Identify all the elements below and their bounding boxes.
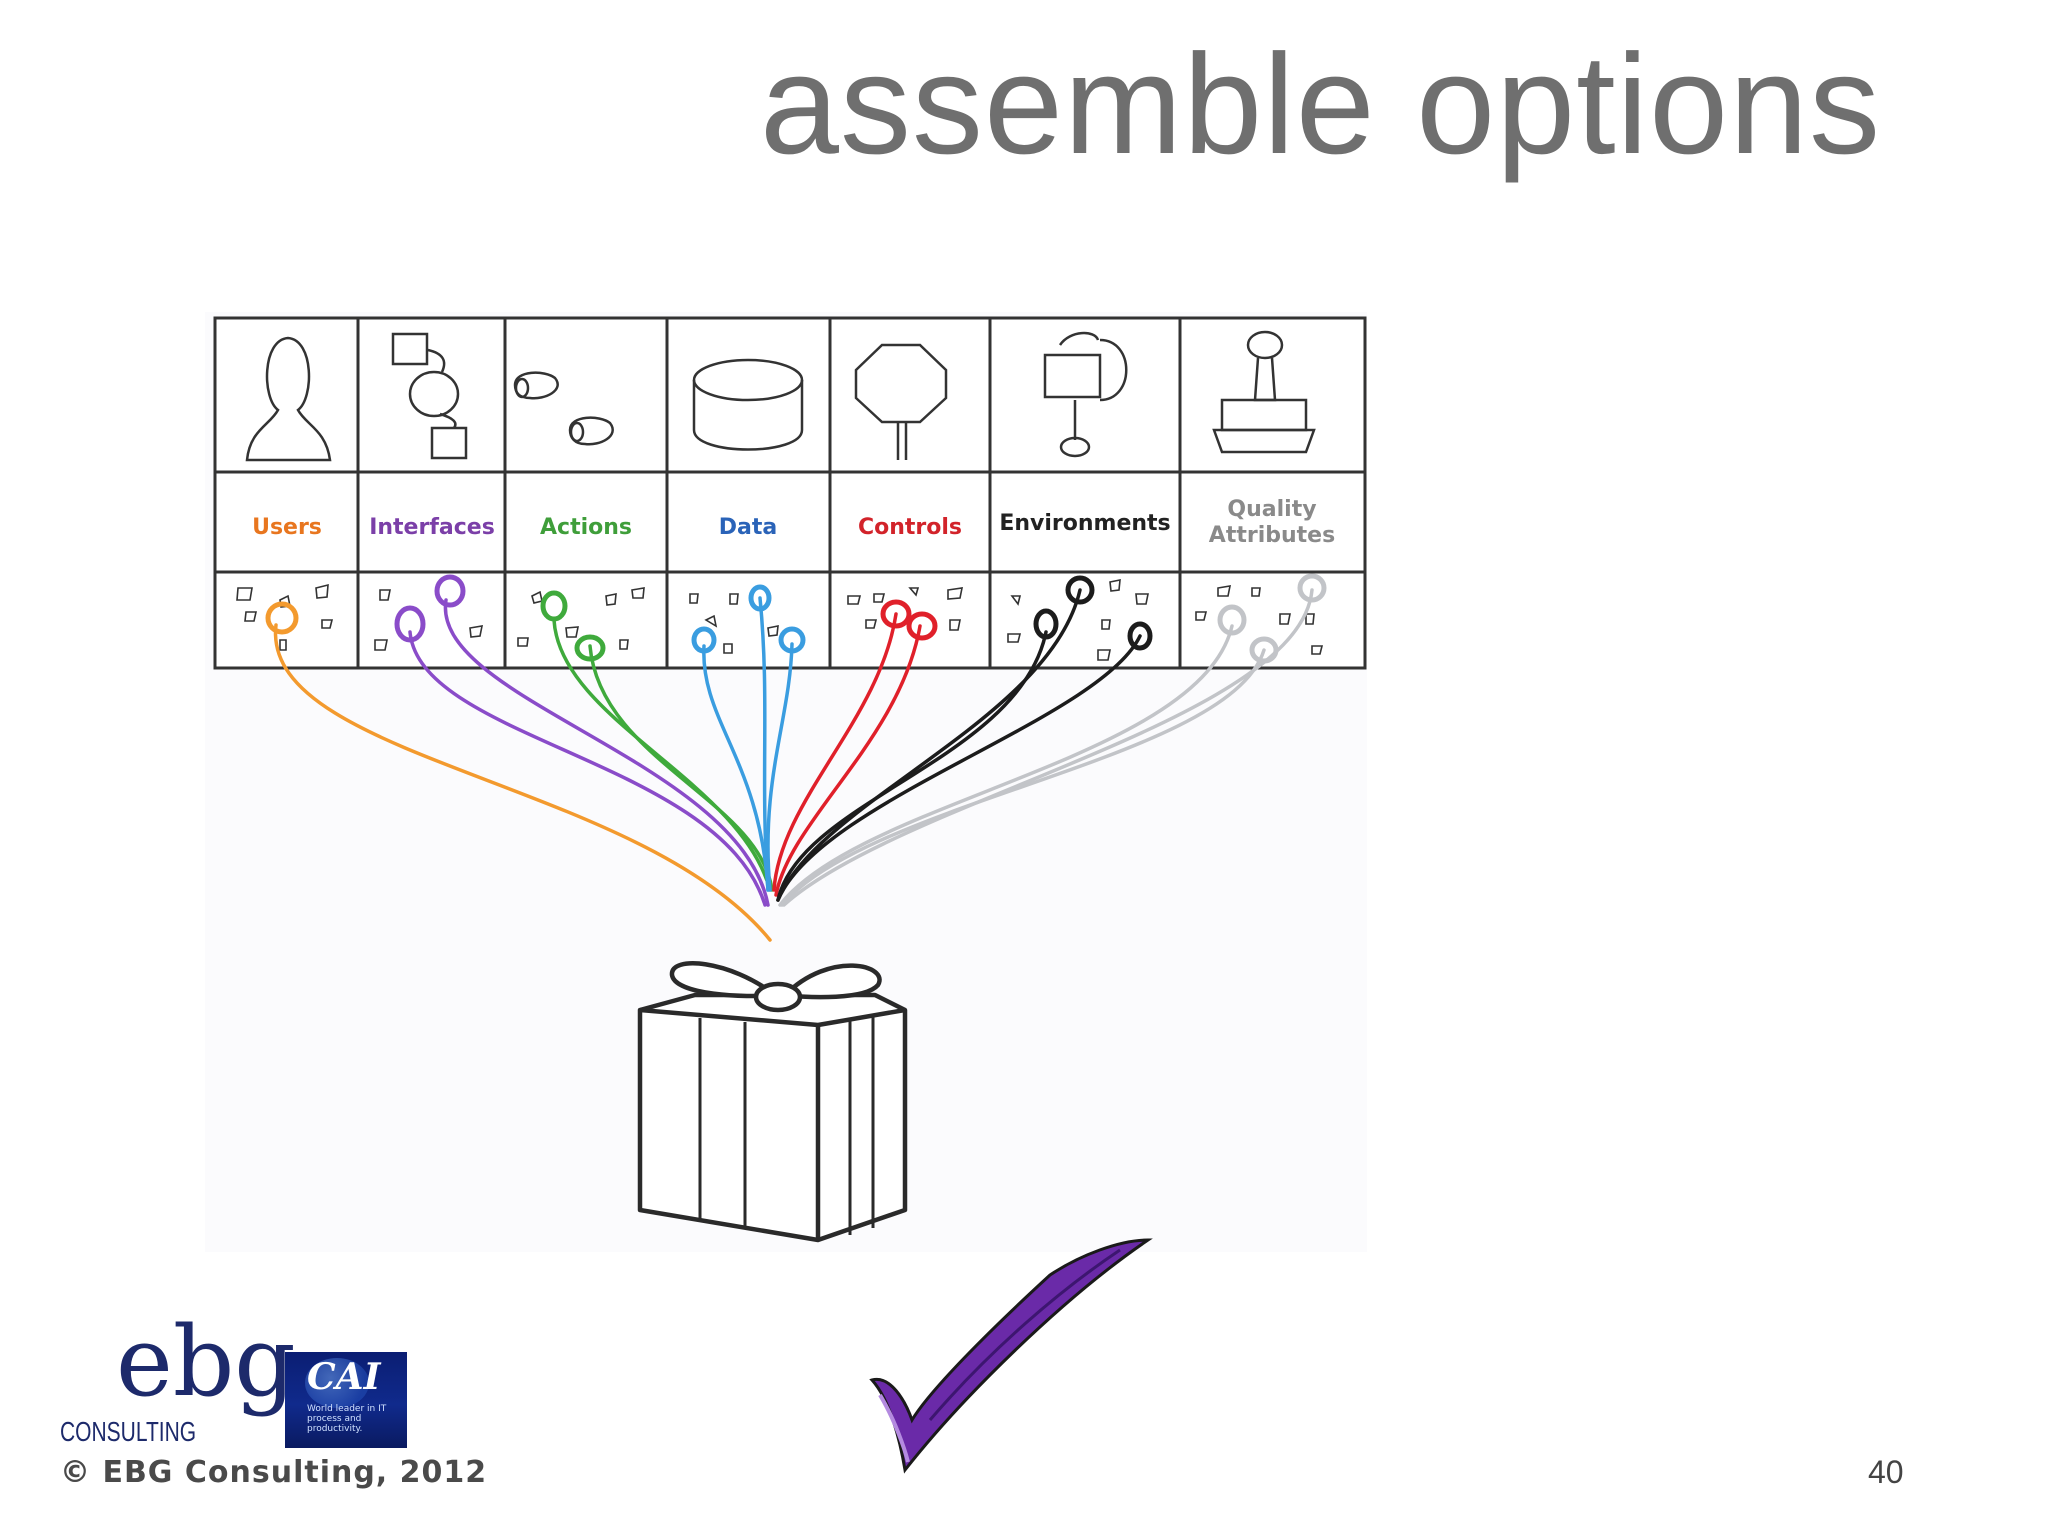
clamp-icon — [1043, 331, 1128, 458]
strand-data-2 — [758, 596, 770, 892]
strand-interfaces-2 — [443, 598, 770, 907]
strands — [274, 588, 1314, 942]
strand-data-3 — [766, 642, 794, 892]
rubber-stamp-icon — [1212, 330, 1316, 454]
label-quality: Quality — [1227, 497, 1316, 522]
head-silhouette-icon — [245, 336, 332, 462]
label-attributes: Attributes — [1209, 523, 1335, 548]
checkmark-icon — [869, 1238, 1153, 1474]
strand-quality-2 — [780, 648, 1266, 907]
ebg-consulting-logo: ebg CONSULTING — [58, 1314, 296, 1450]
label-controls: Controls — [858, 515, 962, 540]
strand-data-1 — [702, 644, 770, 892]
label-users: Users — [252, 515, 322, 540]
cai-tagline-line-1: World leader in IT — [307, 1404, 387, 1414]
selection-loops — [265, 573, 1327, 664]
strand-users — [274, 623, 772, 942]
ebg-logo-word: ebg — [116, 1306, 296, 1418]
globe-icon — [305, 1358, 369, 1408]
cai-logo-mark: CAI — [307, 1356, 381, 1398]
strand-actions-2 — [588, 644, 774, 892]
label-actions: Actions — [540, 515, 632, 540]
category-labels: Users Interfaces Actions Data Controls E… — [252, 497, 1335, 548]
strand-env-3 — [776, 634, 1142, 902]
category-grid — [213, 316, 1367, 670]
strand-env-2 — [776, 588, 1082, 902]
ebg-logo-sub: CONSULTING — [60, 1416, 197, 1447]
cai-logo-tagline: World leader in IT process and productiv… — [307, 1404, 405, 1434]
strand-interfaces-1 — [408, 630, 767, 907]
label-interfaces: Interfaces — [369, 515, 495, 540]
strand-quality-3 — [782, 588, 1314, 907]
page-number: 40 — [1868, 1454, 1904, 1490]
strand-quality-1 — [778, 624, 1234, 907]
database-cylinder-icon — [692, 358, 804, 451]
flow-shapes-icon — [391, 332, 468, 460]
cai-logo: CAI World leader in IT process and produ… — [285, 1352, 407, 1448]
stop-sign-icon — [854, 343, 948, 460]
strand-controls-2 — [774, 624, 922, 897]
label-environments: Environments — [999, 511, 1170, 536]
copyright-footer: © EBG Consulting, 2012 — [60, 1455, 488, 1490]
label-data: Data — [719, 515, 777, 540]
strand-controls-1 — [772, 612, 898, 892]
footprints-icon — [513, 371, 614, 446]
cai-tagline-line-3: productivity. — [307, 1424, 363, 1434]
slide-title: assemble options — [760, 25, 1882, 184]
cai-tagline-line-2: process and — [307, 1414, 362, 1424]
gift-box-icon — [637, 961, 908, 1243]
